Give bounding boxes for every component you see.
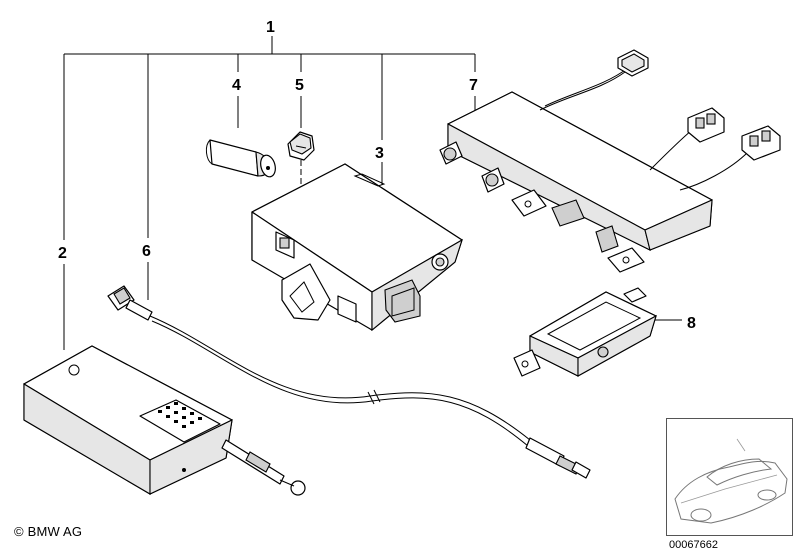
keypad-keys <box>158 402 202 428</box>
callout-2: 2 <box>58 245 67 262</box>
callout-4: 4 <box>232 77 241 94</box>
copyright-text: © BMW AG <box>14 524 83 539</box>
part-4-cylinder <box>205 139 276 178</box>
part-6-coax-cable <box>107 285 591 479</box>
part-8-module <box>513 287 657 377</box>
part-3-control-unit <box>251 163 463 332</box>
part-5-nut <box>287 131 315 161</box>
car-outline-icon <box>674 438 788 524</box>
document-number: 00067662 <box>669 539 718 551</box>
part-2-handset <box>23 345 306 496</box>
part-7-antenna-amplifier <box>439 49 781 273</box>
callout-6: 6 <box>142 243 151 260</box>
callout-1-leader-tree <box>63 36 476 240</box>
callout-8: 8 <box>687 315 696 332</box>
callout-5: 5 <box>295 77 304 94</box>
vehicle-thumbnail <box>666 418 793 536</box>
callout-3: 3 <box>375 145 384 162</box>
callout-7: 7 <box>469 77 478 94</box>
callout-1: 1 <box>266 19 275 36</box>
